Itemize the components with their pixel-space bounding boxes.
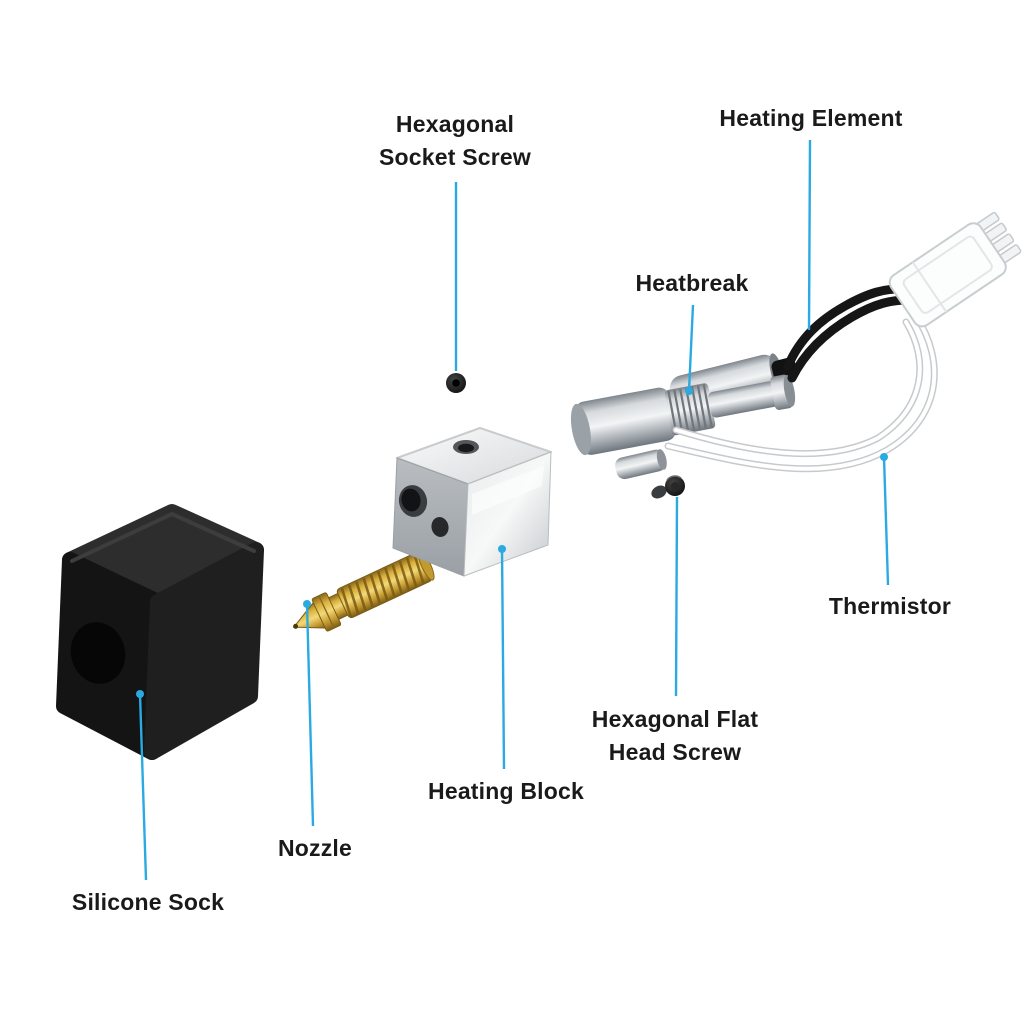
thermistor-cartridge-part bbox=[615, 449, 667, 480]
label-heating-block: Heating Block bbox=[428, 778, 584, 804]
label-silicone-sock: Silicone Sock bbox=[71, 889, 225, 915]
block-thermistor-hole bbox=[431, 517, 449, 537]
nozzle-tip-orifice bbox=[293, 623, 299, 629]
label-heatbreak: Heatbreak bbox=[635, 270, 749, 296]
leader-dot-silicone-sock bbox=[136, 690, 144, 698]
leader-heating-element bbox=[807, 139, 812, 331]
jst-connector-part bbox=[888, 211, 1022, 328]
nozzle-threads bbox=[340, 554, 425, 618]
label-hexagonal-socket-screw: Hexagonal Socket Screw bbox=[379, 111, 531, 170]
nozzle-part bbox=[292, 550, 435, 632]
leader-dot-nozzle bbox=[303, 600, 311, 608]
label-heating-element: Heating Element bbox=[719, 105, 903, 131]
leader-nozzle bbox=[305, 603, 315, 827]
leader-hexagonal-flat-head-screw bbox=[674, 496, 679, 697]
heatbreak-threads bbox=[667, 384, 713, 435]
sock-hole bbox=[70, 622, 126, 684]
label-nozzle: Nozzle bbox=[277, 835, 353, 861]
hexagonal-socket-screw-part bbox=[446, 373, 466, 393]
heating-element-cables bbox=[783, 284, 913, 383]
leader-dot-heatbreak bbox=[685, 387, 693, 395]
leader-lines bbox=[136, 139, 890, 881]
thermistor-wires bbox=[664, 312, 938, 473]
leader-heating-block bbox=[500, 548, 506, 770]
leader-silicone-sock bbox=[138, 693, 148, 881]
label-hexagonal-flat-head-screw: Hexagonal Flat Head Screw bbox=[591, 706, 759, 765]
heating-block-part bbox=[392, 427, 552, 577]
label-thermistor: Thermistor bbox=[828, 593, 952, 619]
heatbreak-part bbox=[570, 374, 796, 456]
silicone-sock-part bbox=[56, 504, 264, 760]
leader-heatbreak bbox=[687, 304, 695, 392]
leader-dot-thermistor bbox=[880, 453, 888, 461]
hexagonal-flat-head-screw-part bbox=[651, 475, 685, 499]
leader-thermistor bbox=[882, 456, 890, 586]
leader-dot-heating-block bbox=[498, 545, 506, 553]
